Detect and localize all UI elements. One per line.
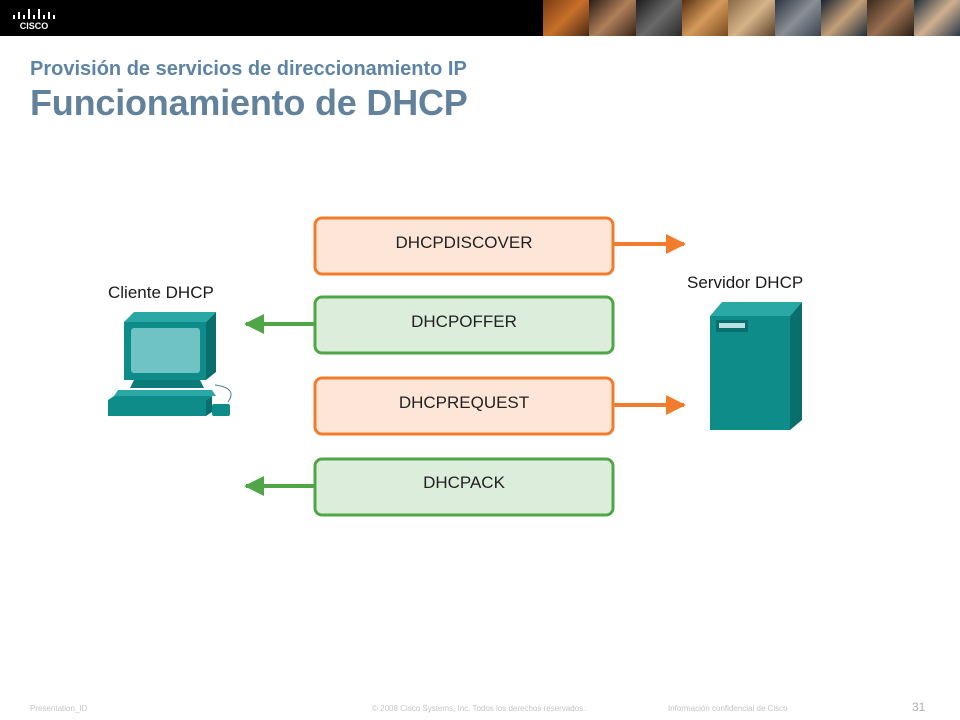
client-computer-icon	[108, 312, 232, 416]
slide-title: Funcionamiento de DHCP	[30, 82, 468, 123]
message-dhcprequest: DHCPREQUEST	[313, 376, 615, 436]
footer-presentation-id: Presentation_ID	[30, 704, 88, 713]
footer-confidential: Información confidencial de Cisco	[668, 704, 788, 713]
photo	[728, 0, 775, 36]
message-dhcpack: DHCPACK	[313, 457, 615, 517]
photo	[913, 0, 960, 36]
message-label: DHCPDISCOVER	[396, 233, 533, 252]
cisco-logo: CISCO	[13, 9, 55, 31]
message-label: DHCPACK	[423, 473, 506, 492]
message-dhcpdiscover: DHCPDISCOVER	[313, 216, 615, 276]
client-label: Cliente DHCP	[108, 283, 214, 302]
header-bar: CISCO	[0, 0, 960, 36]
photo	[543, 0, 590, 36]
message-dhcpoffer: DHCPOFFER	[313, 295, 615, 355]
server-icon	[710, 302, 802, 430]
svg-text:CISCO: CISCO	[20, 21, 49, 31]
photo	[635, 0, 682, 36]
server-label: Servidor DHCP	[687, 273, 803, 292]
photo-strip	[543, 0, 960, 36]
photo	[820, 0, 868, 36]
footer-copyright: © 2008 Cisco Systems, Inc. Todos los der…	[372, 704, 586, 713]
photo	[774, 0, 821, 36]
photo	[867, 0, 914, 36]
photo	[589, 0, 636, 36]
page-number: 31	[912, 700, 926, 714]
message-label: DHCPOFFER	[411, 312, 517, 331]
photo	[681, 0, 729, 36]
message-label: DHCPREQUEST	[399, 393, 529, 412]
slide-subtitle: Provisión de servicios de direccionamien…	[30, 58, 467, 80]
